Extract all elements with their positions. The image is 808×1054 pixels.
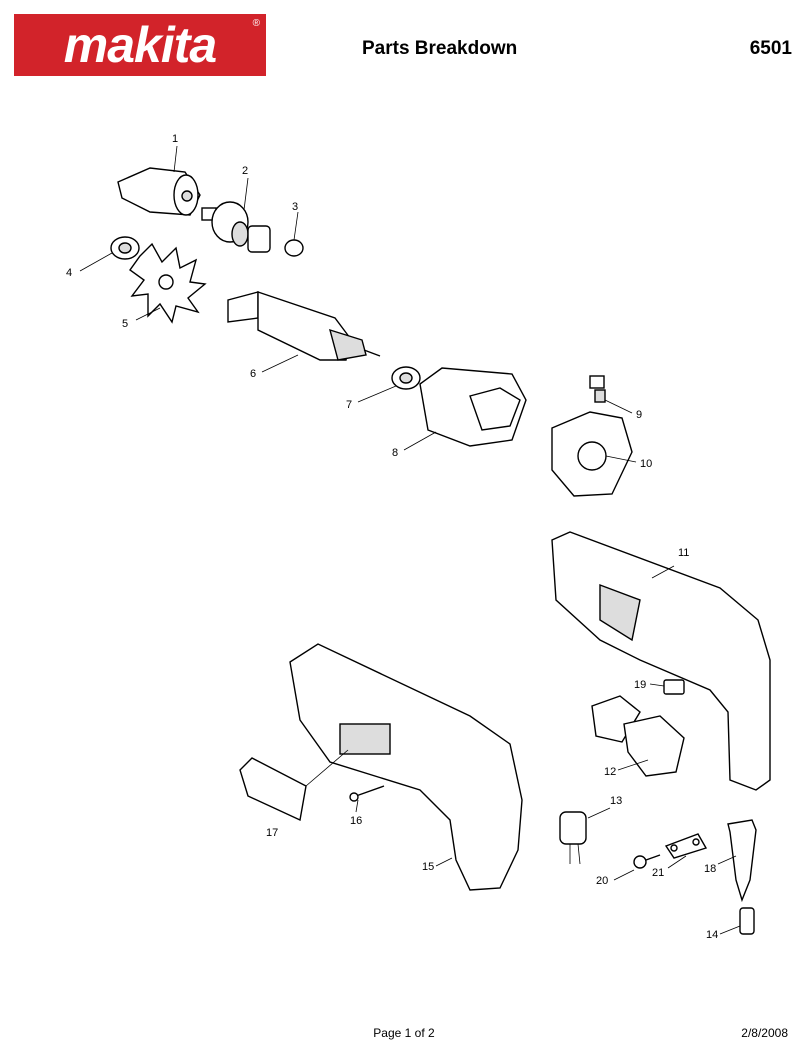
callout-16: 16 xyxy=(350,815,362,827)
document-date: 2/8/2008 xyxy=(741,1026,788,1040)
callout-17: 17 xyxy=(266,827,278,839)
part-3-bushing xyxy=(284,211,304,257)
part-18-strain-relief xyxy=(717,819,757,903)
part-1-chuck xyxy=(117,145,201,216)
callout-4: 4 xyxy=(66,267,72,279)
part-4-bearing xyxy=(79,236,140,272)
part-13-capacitor xyxy=(559,807,611,865)
callout-2: 2 xyxy=(242,165,248,177)
callout-1: 1 xyxy=(172,133,178,145)
callout-15: 15 xyxy=(422,861,434,873)
callout-14: 14 xyxy=(706,929,718,941)
page-title: Parts Breakdown xyxy=(362,38,518,59)
callout-9: 9 xyxy=(636,409,642,421)
part-14-sleeve xyxy=(719,907,755,935)
part-16-screw xyxy=(349,785,385,813)
callout-8: 8 xyxy=(392,447,398,459)
part-12-switch xyxy=(591,695,685,777)
part-7-bearing xyxy=(357,366,421,403)
callout-12: 12 xyxy=(604,766,616,778)
callout-7: 7 xyxy=(346,399,352,411)
callout-6: 6 xyxy=(250,368,256,380)
callout-10: 10 xyxy=(640,458,652,470)
part-5-fan xyxy=(129,242,207,324)
part-20-screw xyxy=(613,854,661,881)
callout-19: 19 xyxy=(634,679,646,691)
brand-name: makita xyxy=(63,17,217,73)
part-10-brush-holder xyxy=(551,411,637,497)
part-6-armature xyxy=(227,291,381,373)
part-21-cord-clamp xyxy=(664,833,708,869)
part-8-field xyxy=(403,367,527,451)
part-17-nameplate xyxy=(239,749,349,822)
callout-20: 20 xyxy=(596,875,608,887)
model-number: 6501 xyxy=(749,38,792,59)
registered-mark-icon: ® xyxy=(252,18,260,29)
part-9-brush xyxy=(589,375,633,414)
part-11-housing xyxy=(551,531,771,791)
callout-11: 11 xyxy=(678,547,689,559)
part-2-gear xyxy=(201,177,271,253)
page-number: Page 1 of 2 xyxy=(373,1026,435,1040)
callout-18: 18 xyxy=(704,863,716,875)
makita-logo: makita ® xyxy=(14,14,266,76)
callout-3: 3 xyxy=(292,201,298,213)
part-19-lever xyxy=(649,679,685,695)
callout-5: 5 xyxy=(122,318,128,330)
callout-21: 21 xyxy=(652,867,664,879)
callout-13: 13 xyxy=(610,795,622,807)
part-15-motor-housing xyxy=(289,643,523,891)
